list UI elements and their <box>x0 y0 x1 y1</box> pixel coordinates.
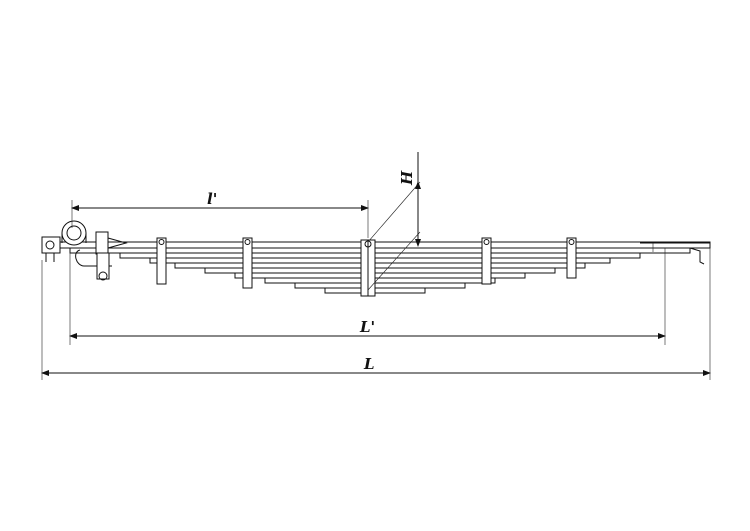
spring-leaves <box>59 241 711 294</box>
clip-2 <box>242 237 253 289</box>
dim-small-l: l' <box>71 190 369 238</box>
rear-end-hook <box>640 242 710 265</box>
clip-3 <box>481 237 492 285</box>
leaf-8 <box>264 277 496 284</box>
leaf-4 <box>149 257 611 264</box>
front-eye-assembly <box>41 220 128 281</box>
dim-h-label: H <box>398 170 416 186</box>
dim-big-l-prime: L' <box>69 248 666 345</box>
dim-big-l-label: L <box>363 355 375 373</box>
dim-h: H <box>367 152 421 291</box>
dim-big-l-prime-label: L' <box>359 318 375 336</box>
leaf-9 <box>294 282 466 289</box>
center-bolt <box>360 239 376 297</box>
dim-small-l-label: l' <box>207 190 217 208</box>
leaf-5 <box>174 262 586 269</box>
clip-1 <box>156 237 167 285</box>
rebound-clips <box>156 237 577 289</box>
clip-4 <box>566 237 577 279</box>
leaf-6 <box>204 267 556 274</box>
leaf-3 <box>119 252 641 259</box>
dim-big-l: L <box>41 248 711 380</box>
